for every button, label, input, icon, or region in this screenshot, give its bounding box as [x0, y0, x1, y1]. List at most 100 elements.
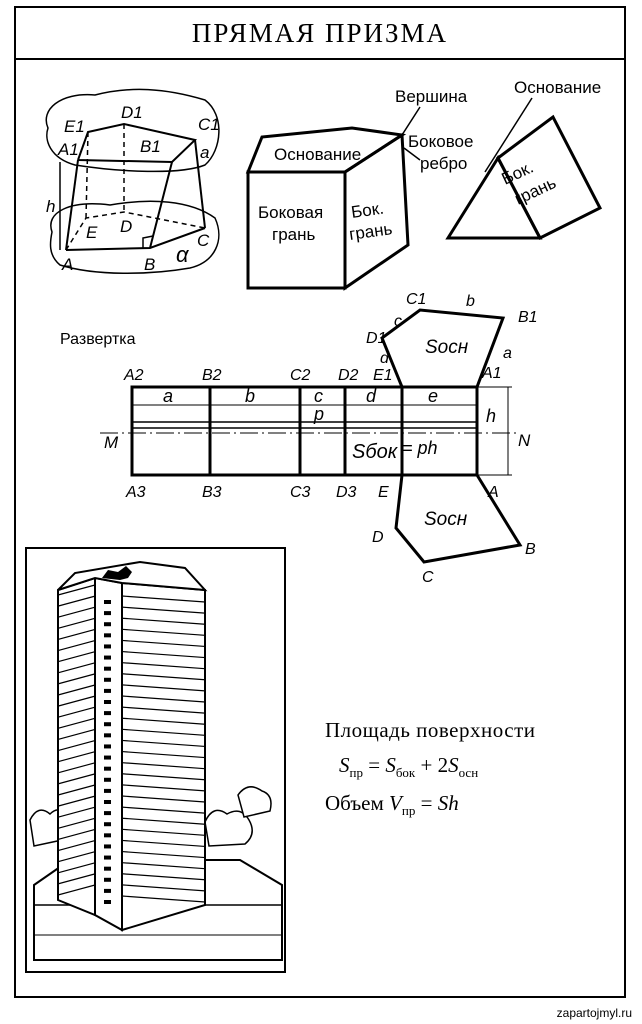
pentagonal-prism [45, 88, 220, 274]
net-top-C1: C1 [406, 291, 426, 308]
label-D: D [120, 217, 132, 236]
net-seg-d: d [366, 386, 377, 406]
tri-label-base: Основание [514, 78, 601, 97]
label-A: A [61, 255, 73, 274]
net-top-D2: D2 [338, 367, 359, 384]
s-base-sub: осн [458, 765, 479, 781]
window-slot [104, 800, 111, 804]
floor-line [57, 695, 96, 707]
tri-side-face [496, 114, 603, 240]
edge-CC1 [194, 139, 206, 229]
lateral-strip [130, 385, 479, 477]
net-bottom-A: A [487, 484, 499, 501]
floor-line [57, 651, 96, 663]
net-bottom-A3: A3 [125, 484, 146, 501]
floor-line [57, 839, 96, 852]
net-top-C2: C2 [290, 367, 311, 384]
edge-AA1 [65, 159, 79, 251]
roof-structure [102, 566, 132, 580]
net-top-d: d [380, 350, 390, 367]
floor-line [57, 728, 96, 741]
watermark: zapartojmyl.ru [556, 1006, 632, 1020]
floor-line [121, 839, 206, 848]
window-slot [104, 900, 111, 904]
floor-line [121, 806, 206, 814]
window-slot [104, 755, 111, 760]
top-face-edges [77, 122, 198, 164]
net-bottom-D: D [372, 529, 384, 546]
label-C: C [197, 231, 210, 250]
window-slot [104, 622, 111, 627]
window-slot [104, 677, 111, 682]
tri-base-pointer [484, 97, 533, 173]
net-top-A1: A1 [481, 365, 502, 382]
volume-word: Объем [325, 791, 390, 816]
bottom-plane-blob [49, 200, 220, 274]
window-slots [104, 600, 111, 904]
window-slot [104, 711, 111, 716]
box-label-lateral-face-1: Боковая [258, 203, 323, 222]
window-slot [104, 877, 111, 882]
box-label-lateral-edge-1: Боковое [408, 132, 473, 151]
net-top-s: Sосн [425, 337, 469, 358]
window-slot [104, 766, 111, 771]
box-labels: Вершина Основание Боковое ребро Боковая … [258, 87, 473, 244]
label-h: h [46, 197, 55, 216]
floor-line [121, 750, 206, 759]
equals: = [362, 753, 386, 777]
label-B1: B1 [140, 137, 161, 156]
floor-line [57, 628, 96, 641]
floor-line [57, 862, 96, 874]
floor-line [57, 584, 96, 596]
top-plane-blob [45, 88, 220, 173]
floor-line [121, 706, 206, 714]
floor-line [121, 695, 206, 703]
window-slot [104, 700, 111, 704]
label-E1: E1 [64, 117, 85, 136]
volume-formula: Объем Vпр = Sh [325, 791, 615, 819]
edge-EE1 [85, 131, 89, 219]
net-M: M [104, 433, 119, 452]
label-C1: C1 [198, 115, 220, 134]
window-slot [104, 833, 111, 838]
floor-line [57, 751, 96, 763]
box-label-vertex: Вершина [395, 87, 468, 106]
window-slot [104, 688, 111, 693]
edge-BB1 [149, 161, 173, 249]
v-rhs: Sh [437, 791, 459, 816]
net-top-a: a [503, 345, 512, 362]
net-bottom-s: Sосн [424, 509, 468, 530]
net-drawing [100, 308, 523, 564]
v-symbol: V [389, 791, 402, 816]
floor-line [57, 739, 96, 752]
formula-heading: Площадь поверхности [325, 718, 536, 742]
floor-line [121, 650, 206, 659]
window-slot [104, 644, 111, 649]
floor-line [121, 895, 206, 903]
net-seg-c: c [314, 386, 323, 406]
window-slot [104, 733, 111, 738]
net-h: h [486, 406, 496, 426]
window-slot [104, 844, 111, 849]
net-bottom-E: E [378, 484, 389, 501]
net-labels: A2 B2 C2 D2 E1 A1 A3 B3 C3 D3 E A a b c … [104, 291, 538, 586]
floor-line [121, 795, 206, 803]
floor-line [57, 706, 96, 718]
net-caption: Развертка [60, 331, 136, 348]
window-slot [104, 855, 111, 860]
window-slot [104, 866, 111, 871]
s-lat-sub: бок [395, 765, 416, 781]
net-bottom-base [394, 473, 523, 564]
pentagonal-prism-labels: D1 E1 C1 A1 B1 h E D A B C α a [46, 103, 220, 274]
vertex-pointer [401, 106, 421, 136]
floor-line [121, 762, 206, 770]
floor-line [121, 784, 206, 792]
floor-line [57, 806, 96, 818]
window-slot [104, 600, 111, 604]
net-top-b: b [466, 293, 475, 310]
floor-line [121, 828, 206, 836]
floor-line [121, 673, 206, 681]
floor-line [57, 851, 96, 863]
net-top-B1: B1 [518, 309, 538, 326]
